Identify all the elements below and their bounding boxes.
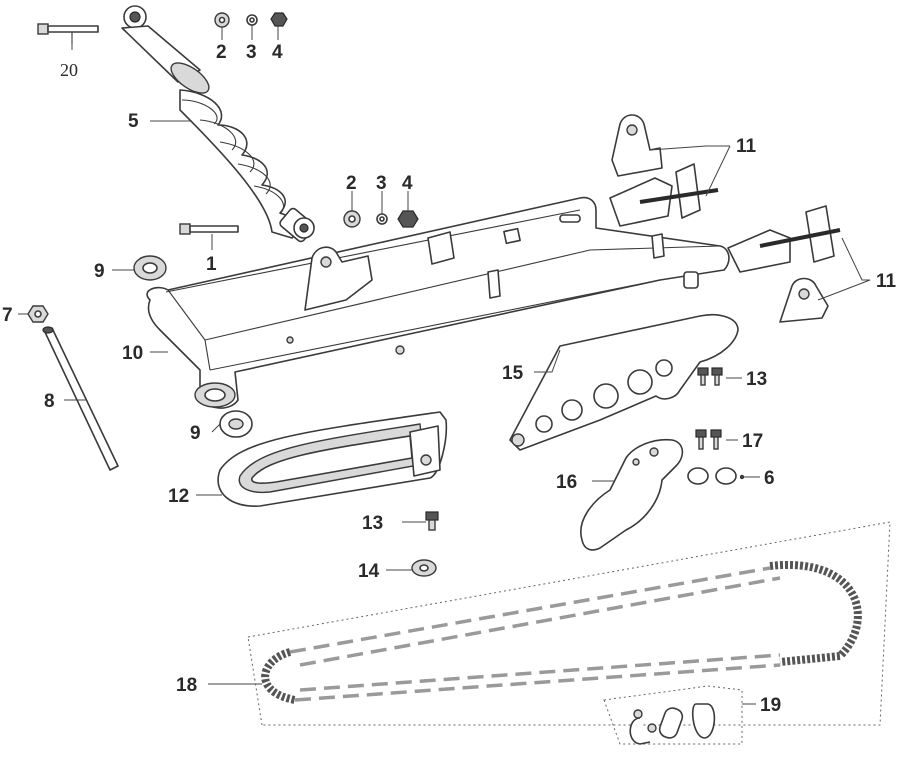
callout-7: 7	[2, 305, 13, 326]
callout-14: 14	[358, 561, 380, 582]
part-10-swingarm	[146, 196, 730, 409]
part-20-bolt	[37, 23, 99, 44]
part-4-nut-top	[270, 12, 288, 27]
callout-18: 18	[176, 675, 197, 696]
callout-8: 8	[44, 391, 55, 412]
part-16-sprocket-plate	[580, 438, 684, 551]
callout-13-lower: 13	[362, 513, 383, 534]
callout-4-top: 4	[272, 42, 283, 63]
callout-13-upper: 13	[746, 369, 767, 390]
part-12-chain-guard	[217, 411, 448, 507]
callout-2-mid: 2	[346, 173, 357, 194]
part-2-washer-mid	[343, 210, 361, 228]
part-4-nut-mid	[397, 210, 419, 228]
part-11-adjuster-lower	[727, 205, 841, 323]
part-18-drive-chain	[247, 521, 891, 726]
part-13-bolts-upper	[697, 367, 723, 386]
part-11-adjuster-upper	[609, 114, 719, 227]
part-8-axle	[42, 326, 119, 471]
part-13-bolt-lower	[425, 511, 439, 531]
part-3-washer-top	[246, 14, 258, 26]
leader-lines	[18, 25, 871, 705]
part-5-shock-absorber	[121, 5, 315, 243]
callout-6: 6	[764, 468, 775, 489]
callout-11-upper: 11	[736, 136, 757, 157]
callout-2-top: 2	[216, 42, 227, 63]
callout-10: 10	[122, 343, 143, 364]
callout-19: 19	[760, 695, 781, 716]
callout-15: 15	[502, 363, 524, 384]
callout-4-mid: 4	[402, 173, 413, 194]
callout-3-top: 3	[246, 42, 257, 63]
callout-9-lower: 9	[190, 423, 201, 444]
callout-20: 20	[60, 60, 78, 80]
part-9-bushing-lower	[219, 410, 253, 438]
callout-9-upper: 9	[94, 261, 105, 282]
part-14-washer	[411, 559, 437, 577]
part-3-washer-mid	[376, 213, 388, 225]
part-17-bolts	[695, 429, 722, 450]
callout-12: 12	[168, 486, 189, 507]
part-9-bushing-upper	[133, 255, 167, 281]
part-15-chain-guide	[509, 314, 739, 451]
callout-3-mid: 3	[376, 173, 387, 194]
callout-11-lower: 11	[876, 271, 897, 292]
part-2-washer-top	[214, 12, 230, 28]
callout-5: 5	[128, 111, 139, 132]
callout-16: 16	[556, 472, 577, 493]
callout-1: 1	[206, 254, 217, 275]
part-6-washers	[687, 467, 745, 485]
part-1-bolt	[179, 223, 239, 235]
part-19-master-link-kit	[603, 685, 743, 745]
callout-17: 17	[742, 431, 763, 452]
callout-labels: 20 2 3 4 5 2 3 4 11 11 1 9 7 10 8 15 13 …	[2, 42, 897, 716]
part-7-nut	[27, 305, 49, 323]
